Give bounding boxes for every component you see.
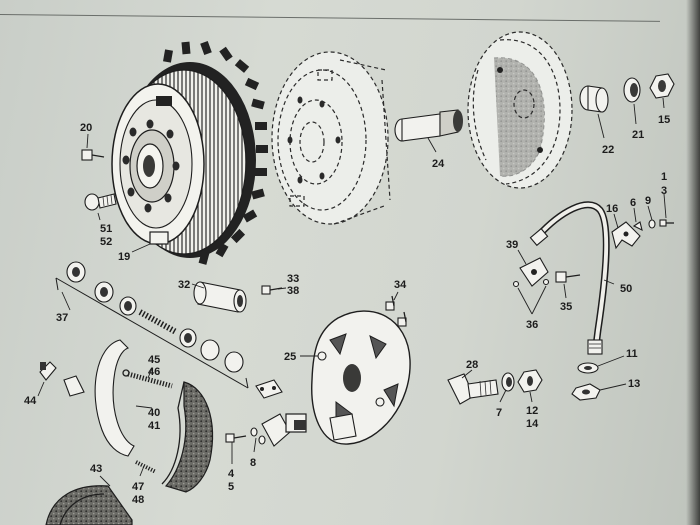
washer-11	[577, 362, 599, 374]
callout-8: 8	[250, 457, 256, 469]
callout-34: 34	[394, 279, 407, 291]
callout-24: 24	[432, 158, 445, 170]
hold-down-spring-47-48	[135, 460, 157, 474]
callout-43: 43	[90, 463, 102, 475]
axle-nut-15	[649, 73, 675, 99]
return-spring-45-46	[122, 369, 173, 389]
callout-16: 16	[606, 203, 618, 215]
callout-15: 15	[658, 114, 670, 126]
callout-4: 4	[228, 468, 235, 480]
callout-52: 52	[100, 236, 112, 248]
dashed-backing-plate	[467, 31, 573, 189]
cam-lever	[261, 413, 307, 447]
callout-51: 51	[100, 223, 112, 235]
washer-9	[648, 219, 656, 229]
clips-44	[39, 361, 85, 397]
washer-21	[623, 77, 641, 103]
callout-45: 45	[148, 354, 160, 366]
callout-40: 40	[148, 407, 160, 419]
callout-3: 3	[661, 185, 667, 197]
callout-36: 36	[526, 319, 538, 331]
brake-hose-50	[529, 201, 610, 355]
callout-7: 7	[496, 407, 502, 419]
washer-8	[250, 427, 266, 445]
callout-11: 11	[626, 348, 638, 360]
brake-cam-28	[447, 373, 499, 405]
bleeder-33-38	[261, 285, 283, 295]
callout-14: 14	[526, 418, 539, 430]
callout-22: 22	[602, 144, 614, 156]
brake-shoe-43	[45, 485, 133, 525]
dashed-drum-outline	[271, 51, 391, 225]
callout-25: 25	[284, 351, 296, 363]
screw-20	[81, 149, 105, 161]
wheel-cylinder-kit-37	[55, 261, 249, 389]
clip-6	[632, 221, 643, 232]
callout-6: 6	[630, 197, 636, 209]
callout-37: 37	[56, 312, 68, 324]
callout-35: 35	[560, 301, 572, 313]
brake-line-clip-16	[611, 221, 641, 250]
washer-7	[501, 372, 515, 392]
nut-12-14	[517, 369, 543, 393]
callout-48: 48	[132, 494, 144, 506]
callout-46: 46	[148, 366, 160, 378]
callout-1: 1	[661, 171, 667, 183]
callout-33: 33	[287, 273, 299, 285]
brake-drum-sprocket	[111, 40, 268, 265]
adjuster-plate	[255, 379, 283, 399]
backing-plate-25	[311, 310, 411, 445]
bearing-22	[579, 85, 609, 113]
callout-38: 38	[287, 285, 299, 297]
callout-20: 20	[80, 122, 92, 134]
callout-labels: 20 51 52 19 24 22 21 15 1 3 9 6 16 39 50…	[24, 114, 670, 506]
callout-19: 19	[118, 251, 130, 263]
bolt-35	[555, 271, 581, 283]
brake-shoe-40-41	[94, 339, 214, 493]
bolt-51-52	[84, 193, 117, 211]
nut-13	[571, 383, 601, 401]
pin-4-5	[225, 433, 247, 443]
callout-41: 41	[148, 420, 160, 432]
callout-44: 44	[24, 395, 37, 407]
callout-5: 5	[228, 481, 234, 493]
wheel-cylinder-32	[193, 281, 247, 313]
banjo-fitting-39	[512, 257, 550, 288]
callout-47: 47	[132, 481, 144, 493]
axle-spacer-24	[394, 109, 463, 142]
callout-12: 12	[526, 405, 538, 417]
callout-28: 28	[466, 359, 478, 371]
callout-32: 32	[178, 279, 190, 291]
callout-21: 21	[632, 129, 644, 141]
callout-13: 13	[628, 378, 640, 390]
bolts-34	[385, 295, 407, 327]
screw-1-3	[659, 219, 674, 227]
callout-39: 39	[506, 239, 518, 251]
leader-lines	[37, 97, 667, 487]
callout-9: 9	[645, 195, 651, 207]
callout-50: 50	[620, 283, 632, 295]
